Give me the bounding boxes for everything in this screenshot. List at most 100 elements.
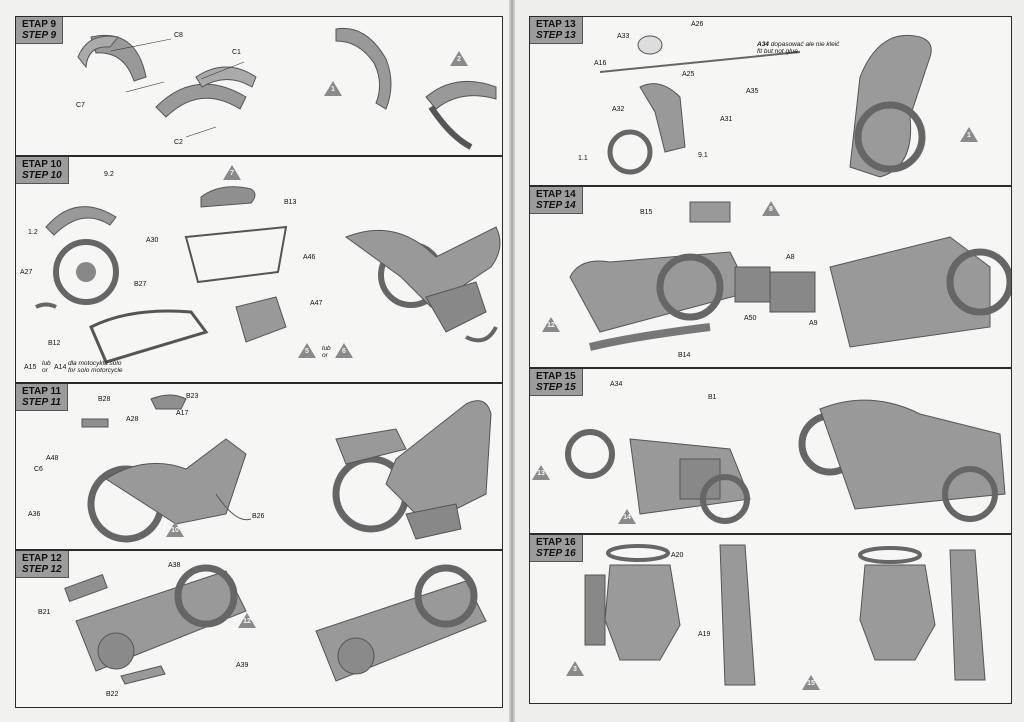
label-b1: B1 bbox=[708, 394, 717, 401]
step-16-illustration bbox=[584, 544, 986, 686]
label-a19: A19 bbox=[698, 631, 711, 638]
label-a34: A34 bbox=[610, 381, 623, 388]
label-a30: A30 bbox=[146, 237, 159, 244]
label-a35: A35 bbox=[746, 88, 759, 95]
step-marker: 12 bbox=[238, 613, 256, 628]
step-marker: 13 bbox=[532, 465, 550, 480]
step-marker: 1 bbox=[960, 127, 978, 142]
label-b26: B26 bbox=[252, 513, 265, 520]
step-9-illustration bbox=[77, 27, 497, 150]
label-a50: A50 bbox=[744, 315, 757, 322]
label-a26: A26 bbox=[691, 21, 704, 28]
label-1-2: 1.2 bbox=[28, 229, 38, 236]
label-b15: B15 bbox=[640, 209, 653, 216]
step-marker: 6 bbox=[335, 343, 353, 358]
label-c8: C8 bbox=[174, 32, 183, 39]
label-a46: A46 bbox=[303, 254, 316, 261]
label-b23: B23 bbox=[186, 393, 199, 400]
step-10-etap: ETAP 10 bbox=[22, 159, 62, 170]
label-b28: B28 bbox=[98, 396, 111, 403]
step-10-illustration bbox=[35, 186, 501, 364]
step-11-illustration bbox=[81, 394, 492, 543]
step-11-step: STEP 11 bbox=[22, 397, 61, 408]
step-marker: 2 bbox=[450, 51, 468, 66]
step-marker: 3 bbox=[566, 661, 584, 676]
label-a17: A17 bbox=[176, 410, 189, 417]
label-b27: B27 bbox=[134, 281, 147, 288]
step-marker: 14 bbox=[618, 509, 636, 524]
label-b14: B14 bbox=[678, 352, 691, 359]
step-14-etap: ETAP 14 bbox=[536, 189, 576, 200]
step-14-illustration bbox=[569, 201, 1011, 351]
step-marker: 1 bbox=[324, 81, 342, 96]
page-fold bbox=[509, 0, 515, 722]
step-marker: 12 bbox=[542, 317, 560, 332]
label-a39: A39 bbox=[236, 662, 249, 669]
step-marker: 5 bbox=[298, 343, 316, 358]
label-b13: B13 bbox=[284, 199, 297, 206]
label-c7: C7 bbox=[76, 102, 85, 109]
step-16-step: STEP 16 bbox=[536, 548, 576, 559]
label-a48: A48 bbox=[46, 455, 59, 462]
label-a31: A31 bbox=[720, 116, 733, 123]
label-a25: A25 bbox=[682, 71, 695, 78]
label-c2: C2 bbox=[174, 139, 183, 146]
step-15-illustration bbox=[565, 399, 1006, 524]
step-marker: 10 bbox=[166, 522, 184, 537]
step-10-step: STEP 10 bbox=[22, 170, 62, 181]
label-9-1: 9.1 bbox=[698, 152, 708, 159]
label-a47: A47 bbox=[310, 300, 323, 307]
label-c6: C6 bbox=[34, 466, 43, 473]
label-a9: A9 bbox=[809, 320, 818, 327]
step-15-etap: ETAP 15 bbox=[536, 371, 576, 382]
label-a28: A28 bbox=[126, 416, 139, 423]
label-a16: A16 bbox=[594, 60, 607, 67]
step-13-step: STEP 13 bbox=[536, 30, 576, 41]
label-a14: A14 bbox=[54, 364, 67, 371]
label-9-2: 9.2 bbox=[104, 171, 114, 178]
step-14-step: STEP 14 bbox=[536, 200, 576, 211]
label-a38: A38 bbox=[168, 562, 181, 569]
label-a20: A20 bbox=[671, 552, 684, 559]
label-a33: A33 bbox=[617, 33, 630, 40]
label-b21: B21 bbox=[38, 609, 51, 616]
step-12-etap: ETAP 12 bbox=[22, 553, 62, 564]
step-marker: 15 bbox=[802, 675, 820, 690]
label-a32: A32 bbox=[612, 106, 625, 113]
step-15-step: STEP 15 bbox=[536, 382, 576, 393]
step-12-illustration bbox=[64, 564, 487, 685]
step-11-etap: ETAP 11 bbox=[22, 386, 62, 397]
step-13-etap: ETAP 13 bbox=[536, 19, 576, 30]
label-a27: A27 bbox=[20, 269, 33, 276]
label-b22: B22 bbox=[106, 691, 119, 698]
label-a36: A36 bbox=[28, 511, 41, 518]
step-9-etap: ETAP 9 bbox=[22, 19, 57, 30]
step-12-step: STEP 12 bbox=[22, 564, 62, 575]
label-1-1: 1.1 bbox=[578, 155, 588, 162]
step-marker: 8 bbox=[762, 201, 780, 216]
label-c1: C1 bbox=[232, 49, 241, 56]
label-a15: A15 bbox=[24, 364, 37, 371]
label-a8: A8 bbox=[786, 254, 795, 261]
step-9-step: STEP 9 bbox=[22, 30, 57, 41]
step-16-etap: ETAP 16 bbox=[536, 537, 576, 548]
